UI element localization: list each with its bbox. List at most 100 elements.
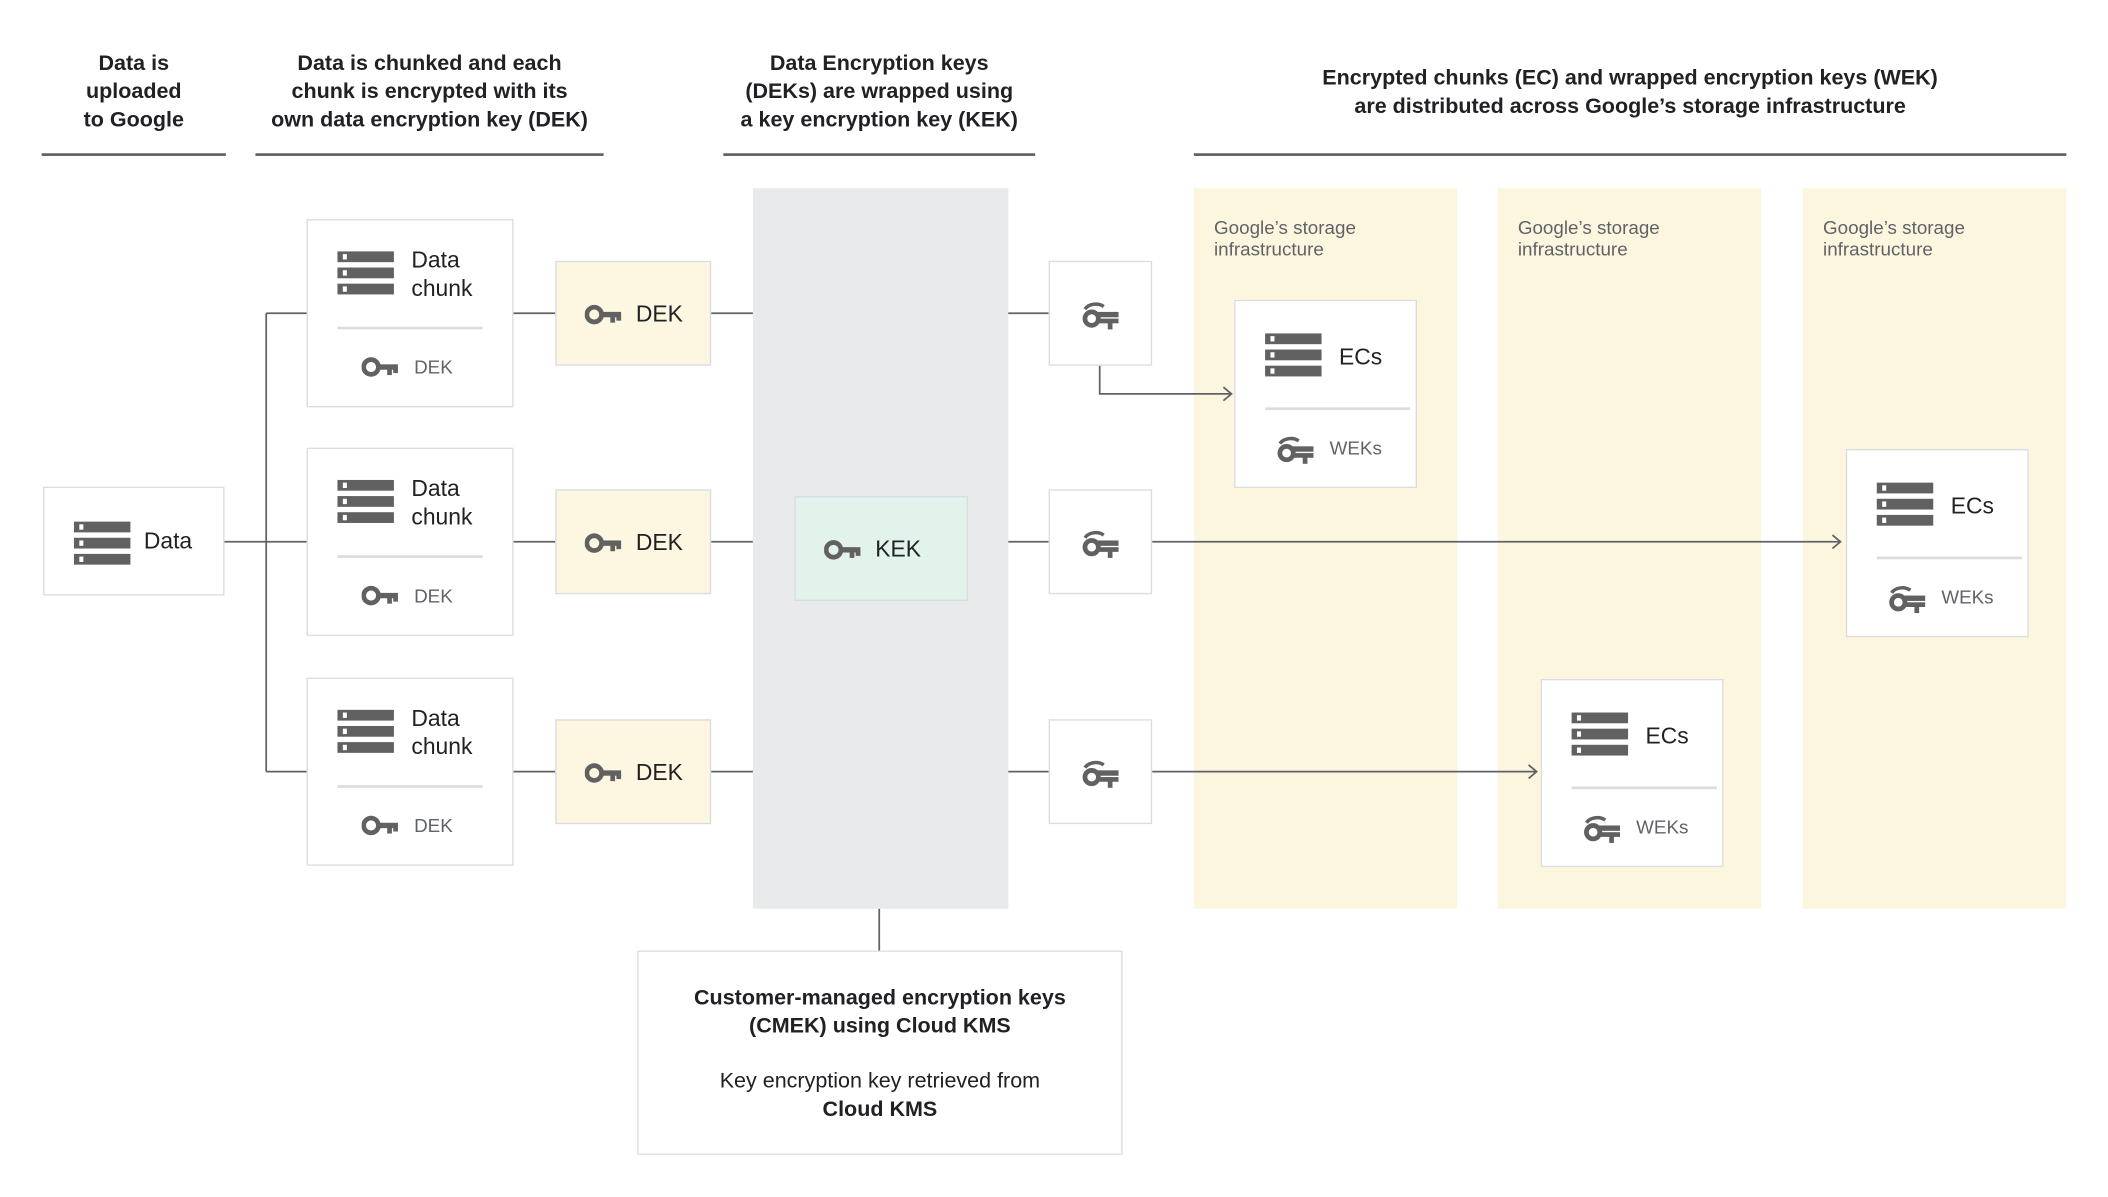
storage-label-line: infrastructure <box>1213 237 1324 260</box>
cmek-desc-bold: Cloud KMS <box>822 1098 938 1122</box>
ec-title: ECs <box>1950 493 1994 519</box>
key-icon <box>361 585 400 613</box>
chunk-title: Data <box>411 247 460 273</box>
chunk-title: chunk <box>411 734 473 760</box>
cmek-box: Customer-managed encryption keys (CMEK) u… <box>637 950 1123 1155</box>
header-line: Data Encryption keys <box>769 52 989 76</box>
header-step1: Data is uploaded to Google <box>42 50 226 135</box>
chunk-title: Data <box>411 475 460 502</box>
chunk-key-label: DEK <box>414 356 453 378</box>
data-label: Data <box>143 528 193 554</box>
header-line: Data is chunked and each <box>297 52 562 76</box>
cmek-title-line: Customer-managed encryption keys <box>694 986 1066 1010</box>
ec-key-label: WEKs <box>1636 816 1689 838</box>
cmek-desc: Key encryption key retrieved from <box>719 1070 1041 1093</box>
cmek-title: Customer-managed encryption keys (CMEK) u… <box>639 984 1122 1040</box>
header-line: own data encryption key (DEK) <box>271 108 588 132</box>
arrowhead-icon <box>1222 386 1233 402</box>
dek-label: DEK <box>635 529 683 556</box>
wrapped-key-icon <box>1584 812 1622 851</box>
wrapped-key-icon <box>1082 757 1120 796</box>
key-icon <box>823 539 862 567</box>
chunk-divider <box>337 326 483 329</box>
server-stack-icon <box>1571 712 1629 759</box>
storage-label-line: infrastructure <box>1823 237 1933 260</box>
chunk-title: Data <box>411 705 460 732</box>
header-line: uploaded <box>85 80 182 104</box>
header-divider <box>723 153 1036 156</box>
header-step4: Encrypted chunks (EC) and wrapped encryp… <box>1194 65 2067 121</box>
header-divider <box>1193 153 2067 156</box>
wrapped-key-box <box>1048 489 1153 595</box>
storage-label-line: Google’s storage <box>1517 216 1660 238</box>
ec-title: ECs <box>1339 344 1383 370</box>
cmek-title-line: (CMEK) using Cloud KMS <box>749 1015 1011 1038</box>
dek-box: DEK <box>555 719 712 825</box>
wrapped-key-icon <box>1277 433 1315 472</box>
chunk-divider <box>337 555 483 558</box>
wek-ec-arrow <box>1098 365 1231 395</box>
header-line: (DEKs) are wrapped using <box>745 80 1014 104</box>
dek-box: DEK <box>555 489 712 595</box>
header-line: Encrypted chunks (EC) and wrapped encryp… <box>1322 67 1938 91</box>
storage-label-line: infrastructure <box>1517 237 1628 260</box>
dek-box: DEK <box>555 260 712 366</box>
header-line: to Google <box>83 108 184 132</box>
header-step3: Data Encryption keys (DEKs) are wrapped u… <box>723 50 1035 135</box>
data-box: Data <box>43 486 225 596</box>
chunk-key-label: DEK <box>414 814 453 837</box>
wrapped-key-box <box>1048 260 1153 366</box>
kek-label: KEK <box>875 536 921 562</box>
header-line: are distributed across Google’s storage … <box>1354 95 1906 119</box>
wrapped-key-icon <box>1082 298 1120 337</box>
wrapped-key-icon <box>1889 582 1927 621</box>
server-stack-icon <box>73 521 131 568</box>
ec-key-label: WEKs <box>1329 436 1382 459</box>
dek-label: DEK <box>635 301 683 327</box>
key-icon <box>584 304 623 332</box>
arrowhead-icon <box>1528 764 1539 780</box>
header-divider <box>41 153 226 156</box>
storage-label-line: Google’s storage <box>1213 216 1356 238</box>
chunk-divider <box>337 785 483 788</box>
key-icon <box>584 532 623 560</box>
wrapped-key-box <box>1048 719 1153 825</box>
server-stack-icon <box>337 709 394 756</box>
header-line: a key encryption key (KEK) <box>740 108 1018 132</box>
header-step2: Data is chunked and each chunk is encrypt… <box>255 50 603 135</box>
ec-divider <box>1571 786 1717 789</box>
ec-divider <box>1876 556 2022 559</box>
key-icon <box>361 356 400 384</box>
kek-box: KEK <box>794 496 968 601</box>
chunk-title: chunk <box>411 275 473 302</box>
server-stack-icon <box>337 479 394 526</box>
ec-divider <box>1265 407 1411 410</box>
key-icon <box>361 815 400 843</box>
header-line: Data is <box>98 52 170 76</box>
storage-label-line: Google’s storage <box>1823 216 1965 238</box>
ec-title: ECs <box>1645 723 1689 749</box>
server-stack-icon <box>1265 333 1322 379</box>
server-stack-icon <box>337 251 394 297</box>
chunk-title: chunk <box>411 504 473 530</box>
header-line: chunk is encrypted with its <box>291 80 568 104</box>
header-divider <box>255 153 604 156</box>
wrapped-key-icon <box>1082 527 1120 566</box>
server-stack-icon <box>1876 482 1934 529</box>
key-icon <box>584 762 623 790</box>
dek-label: DEK <box>635 759 683 786</box>
arrowhead-icon <box>1831 534 1842 550</box>
ec-key-label: WEKs <box>1941 586 1994 608</box>
chunk-key-label: DEK <box>414 584 453 607</box>
